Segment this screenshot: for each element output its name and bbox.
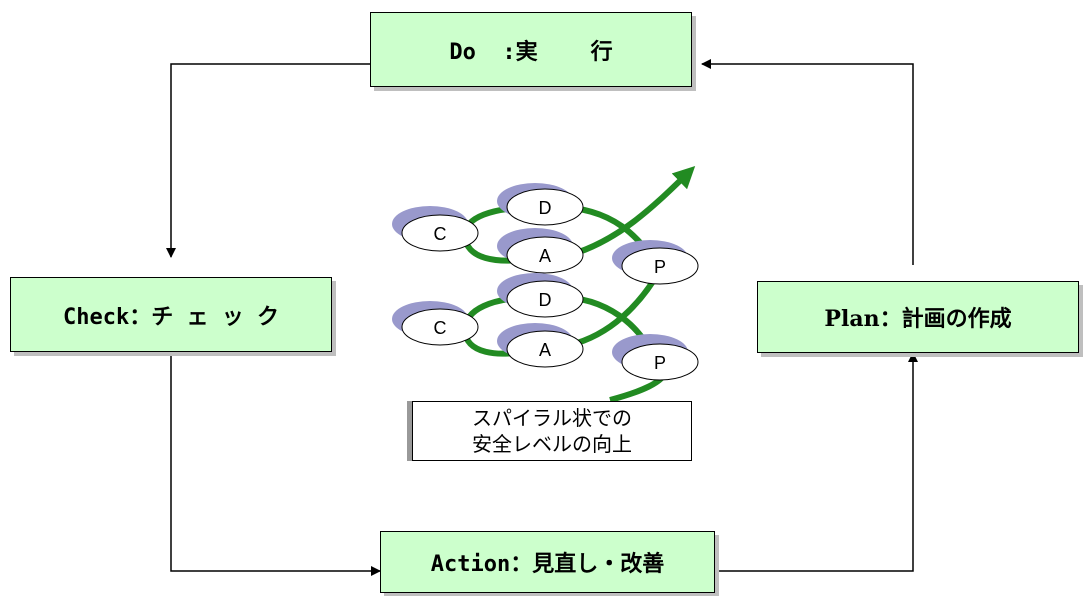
bubble-label: C — [434, 318, 447, 338]
bubble-label: D — [539, 198, 552, 218]
bubble-upper-a: A — [497, 228, 584, 274]
bubble-label: C — [434, 224, 447, 244]
bubble-label: P — [654, 353, 666, 373]
bubble-lower-c: C — [392, 301, 479, 346]
bubble-label: A — [539, 246, 551, 266]
bubble-label: A — [539, 340, 551, 360]
check-box: Check：チ ェ ッ ク — [10, 277, 332, 352]
bubble-upper-c: C — [392, 206, 479, 252]
bubble-upper-d: D — [497, 183, 584, 226]
bubble-lower-d: D — [497, 273, 584, 318]
bubble-label: P — [654, 257, 666, 277]
bubble-lower-p: P — [612, 334, 699, 381]
arrow-check-to-action — [170, 350, 381, 576]
arrow-do-to-check — [166, 63, 370, 258]
spiral-caption-line1: スパイラル状での — [472, 406, 632, 430]
bubble-lower-a: A — [497, 323, 584, 368]
plan-box: Plan：計画の作成 — [757, 281, 1079, 353]
arrow-plan-to-do — [701, 59, 914, 265]
spiral-curve-upper-3 — [569, 166, 696, 258]
do-box: Do :実 行 — [370, 12, 692, 87]
spiral-caption-line2: 安全レベルの向上 — [472, 432, 632, 456]
bubble-upper-p: P — [612, 240, 699, 285]
arrow-action-to-plan — [715, 352, 918, 572]
action-box: Action：見直し・改善 — [380, 531, 715, 593]
bubble-label: D — [539, 290, 552, 310]
spiral-caption: スパイラル状での 安全レベルの向上 — [412, 401, 692, 461]
